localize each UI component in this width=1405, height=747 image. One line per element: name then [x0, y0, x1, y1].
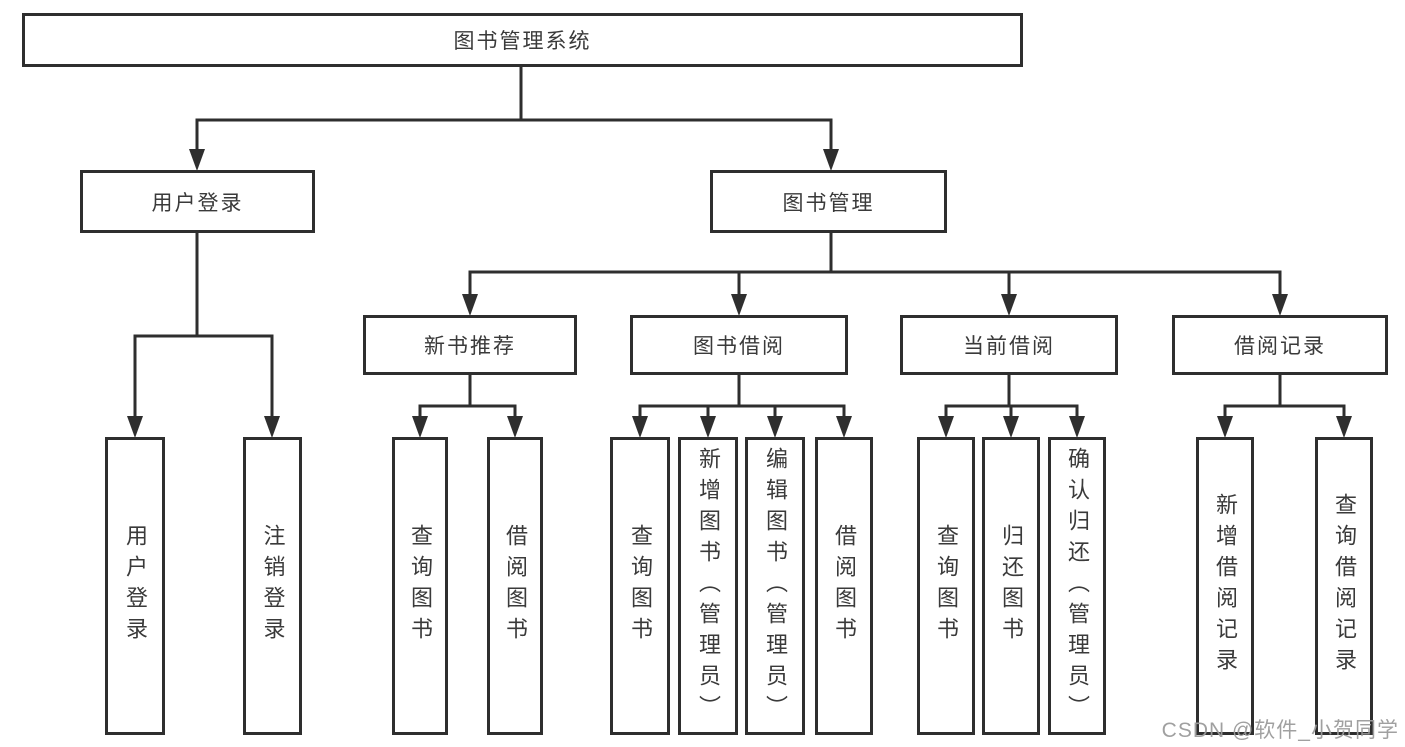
node-book-borrow: 图书借阅: [630, 315, 848, 375]
leaf-confirm-return-admin: 确认归还（管理员）: [1048, 437, 1106, 735]
leaf-add-borrow-record: 新增借阅记录: [1196, 437, 1254, 735]
leaf-label: 新增图书（管理员）: [696, 446, 721, 726]
leaf-label: 借阅图书: [832, 524, 857, 648]
leaf-label: 确认归还（管理员）: [1065, 446, 1090, 726]
leaf-query-borrow-record: 查询借阅记录: [1315, 437, 1373, 735]
leaf-label: 新增借阅记录: [1213, 493, 1238, 679]
arrow-down-icon: [700, 416, 716, 438]
connector-line: [944, 371, 1079, 419]
arrow-down-icon: [731, 294, 747, 316]
node-user-login: 用户登录: [80, 170, 315, 233]
arrow-down-icon: [938, 416, 954, 438]
leaf-label: 编辑图书（管理员）: [763, 446, 788, 726]
arrow-down-icon: [836, 416, 852, 438]
leaf-return-books: 归还图书: [982, 437, 1040, 735]
node-new-book-recommend: 新书推荐: [363, 315, 577, 375]
arrow-down-icon: [767, 416, 783, 438]
arrow-down-icon: [1003, 416, 1019, 438]
csdn-watermark: CSDN @软件_小贺同学: [1161, 719, 1399, 742]
leaf-edit-books-admin: 编辑图书（管理员）: [745, 437, 805, 735]
leaf-query-books-2: 查询图书: [610, 437, 670, 735]
arrowheads: [127, 149, 1352, 438]
connector-line: [133, 229, 274, 419]
leaf-query-books-1: 查询图书: [392, 437, 448, 735]
leaf-label: 借阅图书: [503, 524, 528, 648]
arrow-down-icon: [127, 416, 143, 438]
node-book-management: 图书管理: [710, 170, 947, 233]
leaf-add-books-admin: 新增图书（管理员）: [678, 437, 738, 735]
arrow-down-icon: [1336, 416, 1352, 438]
leaf-label: 用户登录: [123, 524, 148, 648]
leaf-label: 查询图书: [628, 524, 653, 648]
connector-line: [1223, 371, 1346, 419]
leaf-label: 查询借阅记录: [1332, 493, 1357, 679]
leaf-borrow-books-2: 借阅图书: [815, 437, 873, 735]
leaf-user-login: 用户登录: [105, 437, 165, 735]
arrow-down-icon: [1001, 294, 1017, 316]
arrow-down-icon: [189, 149, 205, 171]
connector-line: [638, 371, 846, 419]
leaf-label: 查询图书: [934, 524, 959, 648]
arrow-down-icon: [823, 149, 839, 171]
leaf-logout: 注销登录: [243, 437, 302, 735]
arrow-down-icon: [412, 416, 428, 438]
connector-line: [468, 229, 1282, 297]
arrow-down-icon: [632, 416, 648, 438]
arrow-down-icon: [462, 294, 478, 316]
leaf-label: 注销登录: [260, 524, 286, 648]
arrow-down-icon: [507, 416, 523, 438]
leaf-query-books-3: 查询图书: [917, 437, 975, 735]
arrow-down-icon: [1069, 416, 1085, 438]
node-current-borrow: 当前借阅: [900, 315, 1118, 375]
arrow-down-icon: [1272, 294, 1288, 316]
connector-lines: [133, 63, 1346, 419]
node-root-system: 图书管理系统: [22, 13, 1023, 67]
arrow-down-icon: [264, 416, 280, 438]
leaf-label: 归还图书: [999, 524, 1024, 648]
leaf-borrow-books-1: 借阅图书: [487, 437, 543, 735]
node-borrow-records: 借阅记录: [1172, 315, 1388, 375]
connector-line: [418, 371, 517, 419]
connector-line: [195, 63, 833, 152]
arrow-down-icon: [1217, 416, 1233, 438]
leaf-label: 查询图书: [408, 524, 433, 648]
